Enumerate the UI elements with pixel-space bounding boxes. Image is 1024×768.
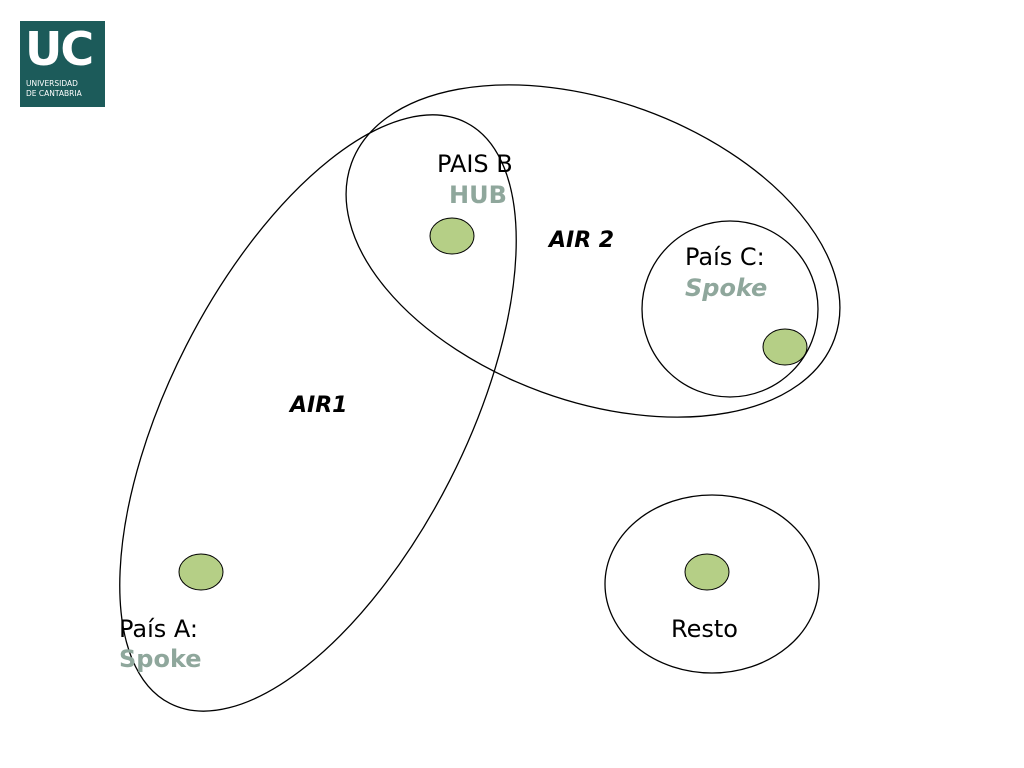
air2-boundary	[345, 84, 841, 418]
logo-subtitle: UNIVERSIDAD DE CANTABRIA	[26, 79, 82, 99]
logo-line-1: UNIVERSIDAD	[26, 79, 78, 88]
air1-boundary	[119, 114, 517, 712]
air2-label: AIR 2	[547, 228, 614, 253]
pais-c-role: Spoke	[685, 274, 767, 302]
pais-c-boundary	[641, 220, 819, 398]
pais-a-role: Spoke	[119, 645, 202, 673]
pais-a-name: País A:	[119, 615, 198, 643]
logo-line-2: DE CANTABRIA	[26, 89, 82, 98]
pais-a-node	[178, 553, 224, 591]
logo-mark: UC	[25, 22, 94, 76]
resto-node	[684, 553, 730, 591]
pais-b-node	[429, 217, 475, 255]
pais-c-name: País C:	[685, 243, 765, 271]
pais-b-role: HUB	[449, 181, 507, 209]
university-logo: UC UNIVERSIDAD DE CANTABRIA	[20, 21, 105, 107]
pais-b-name: PAIS B	[437, 150, 513, 178]
resto-boundary	[604, 494, 820, 674]
resto-name: Resto	[671, 615, 738, 643]
pais-c-node	[762, 328, 808, 366]
air1-label: AIR1	[288, 393, 347, 418]
